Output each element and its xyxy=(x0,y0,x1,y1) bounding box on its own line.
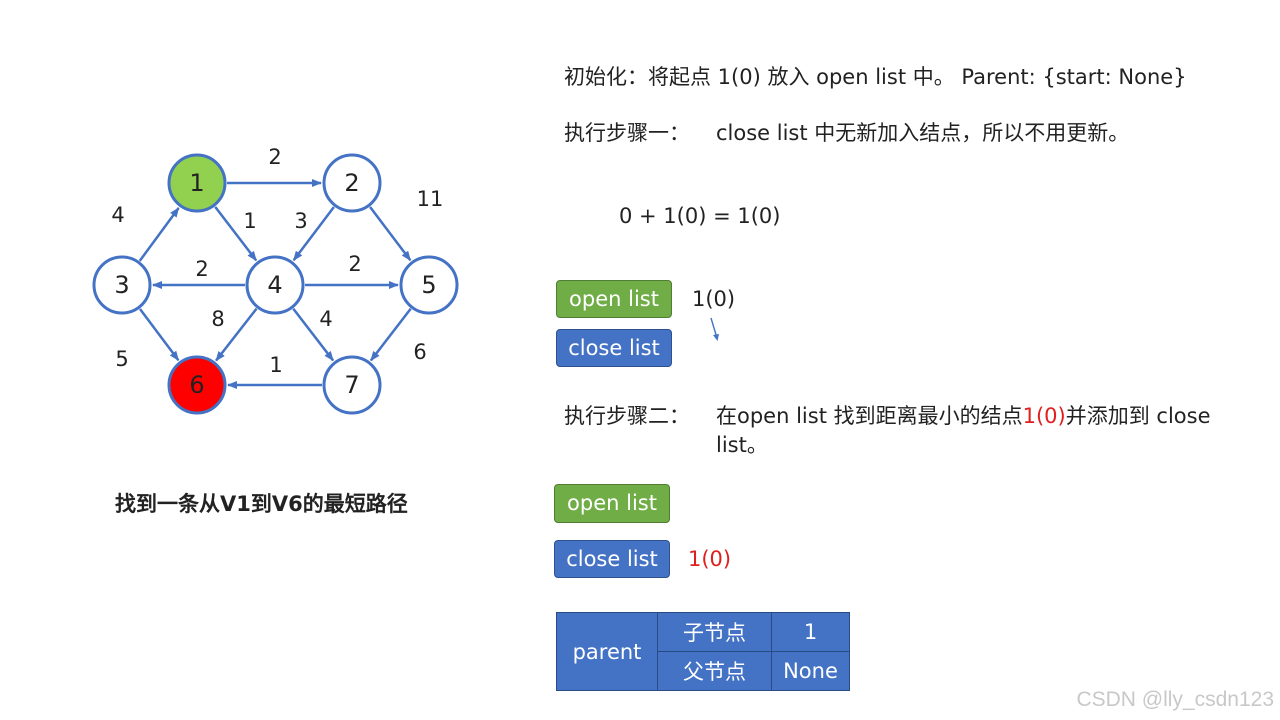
step2-highlight-node: 1(0) xyxy=(1022,404,1066,428)
watermark: CSDN @lly_csdn123 xyxy=(1076,688,1274,711)
edge-weight-7-6: 1 xyxy=(269,353,282,377)
node-4 xyxy=(245,255,305,315)
parent-table-header: parent xyxy=(556,612,658,691)
step2-close-list-button[interactable]: close list xyxy=(554,540,670,578)
step1-title: 执行步骤一： xyxy=(564,121,690,145)
step1-open-list-button[interactable]: open list xyxy=(556,280,672,318)
node-6 xyxy=(167,355,227,415)
node-3 xyxy=(92,255,152,315)
step1-formula: 0 + 1(0) = 1(0) xyxy=(619,204,781,228)
edge-2-5 xyxy=(369,206,412,262)
parent-table: parent 子节点 1 父节点 None xyxy=(556,612,850,691)
edge-3-6 xyxy=(138,308,180,362)
edge-4-7 xyxy=(292,308,335,362)
init-text: 初始化：将起点 1(0) 放入 open list 中。 Parent: {st… xyxy=(564,65,1187,89)
step2-text: 在open list 找到距离最小的结点1(0)并添加到 close list。 xyxy=(716,402,1256,460)
child-node-label: 子节点 xyxy=(657,612,772,652)
node-1 xyxy=(167,153,227,213)
step2-close-value: 1(0) xyxy=(688,547,732,571)
node-2 xyxy=(322,153,382,213)
edge-weight-5-7: 6 xyxy=(413,340,426,364)
node-label-5: 5 xyxy=(421,271,436,299)
edge-2-4 xyxy=(292,206,335,262)
edge-weight-4-7: 4 xyxy=(319,307,332,331)
node-label-1: 1 xyxy=(189,169,204,197)
edge-weight-2-4: 3 xyxy=(294,209,307,233)
node-label-2: 2 xyxy=(344,169,359,197)
edge-weight-2-5: 11 xyxy=(417,187,444,211)
step2-title: 执行步骤二： xyxy=(564,404,690,428)
node-7 xyxy=(322,355,382,415)
edge-4-6 xyxy=(215,307,258,362)
edge-weight-4-5: 2 xyxy=(348,252,361,276)
edge-weight-1-4: 1 xyxy=(243,209,256,233)
edge-weight-4-6: 8 xyxy=(211,307,224,331)
step1-close-list-button[interactable]: close list xyxy=(556,329,672,367)
edge-weight-3-6: 5 xyxy=(115,347,128,371)
step2-open-list-button[interactable]: open list xyxy=(554,484,670,523)
down-arrow-icon xyxy=(710,317,719,341)
edge-weight-3-1: 4 xyxy=(111,203,124,227)
edge-weight-4-3: 2 xyxy=(195,257,208,281)
graph-caption: 找到一条从V1到V6的最短路径 xyxy=(115,492,408,516)
node-label-7: 7 xyxy=(344,371,359,399)
graph-diagram: 2 4 1 3 11 2 2 5 8 4 6 1 1 2 3 4 5 6 7 xyxy=(92,145,459,415)
child-node-value: 1 xyxy=(771,612,850,652)
node-label-3: 3 xyxy=(114,271,129,299)
step2-text-pre: 在open list 找到距离最小的结点 xyxy=(716,404,1023,428)
edge-3-1 xyxy=(138,207,180,262)
step1-text: close list 中无新加入结点，所以不用更新。 xyxy=(716,121,1130,145)
node-label-4: 4 xyxy=(267,271,282,299)
step2-text-post: 并添加到 close list。 xyxy=(716,404,1211,457)
node-5 xyxy=(399,255,459,315)
parent-node-value: None xyxy=(771,651,850,691)
edge-5-7 xyxy=(369,308,412,362)
edge-weight-1-2: 2 xyxy=(268,145,281,169)
node-label-6: 6 xyxy=(189,371,204,399)
parent-node-label: 父节点 xyxy=(657,651,772,691)
step1-open-value: 1(0) xyxy=(692,287,736,311)
edge-1-4 xyxy=(214,206,258,262)
